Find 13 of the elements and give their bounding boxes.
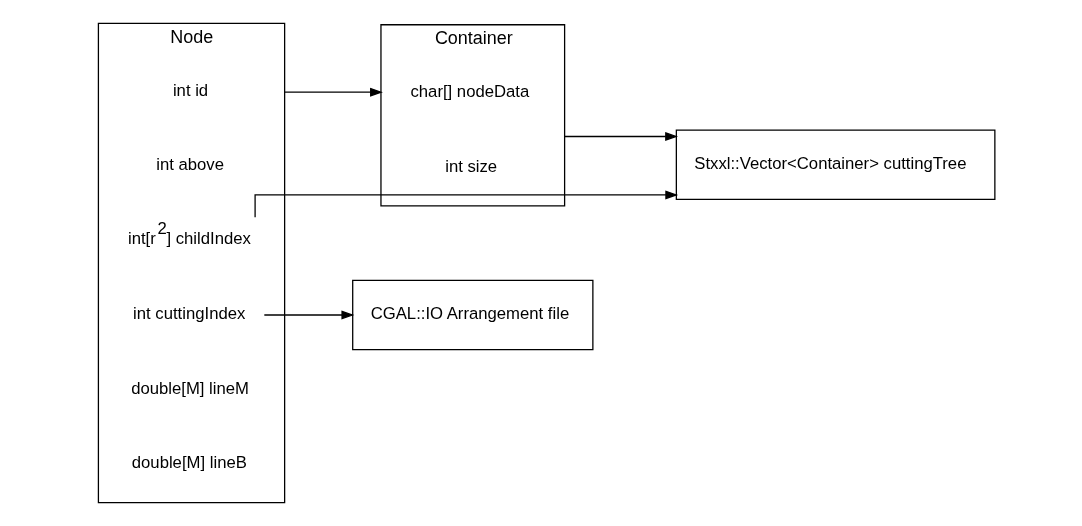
node-text: int id [172,80,208,100]
node-text: double[M] lineB [131,453,247,473]
node-text: int size [444,156,497,176]
arrow [263,310,354,320]
arrow [253,190,678,218]
node-box: CGAL::IO Arrangement file [351,279,593,351]
node-text: int above [155,155,224,175]
arrow [563,132,678,141]
node-text: char[] nodeData [410,82,529,102]
node-text: int cuttingIndex [132,304,245,324]
node-box: Stxxl::Vector<Container> cuttingTree [675,129,995,201]
node-text: double[M] lineM [130,378,249,398]
arrow [283,87,383,97]
